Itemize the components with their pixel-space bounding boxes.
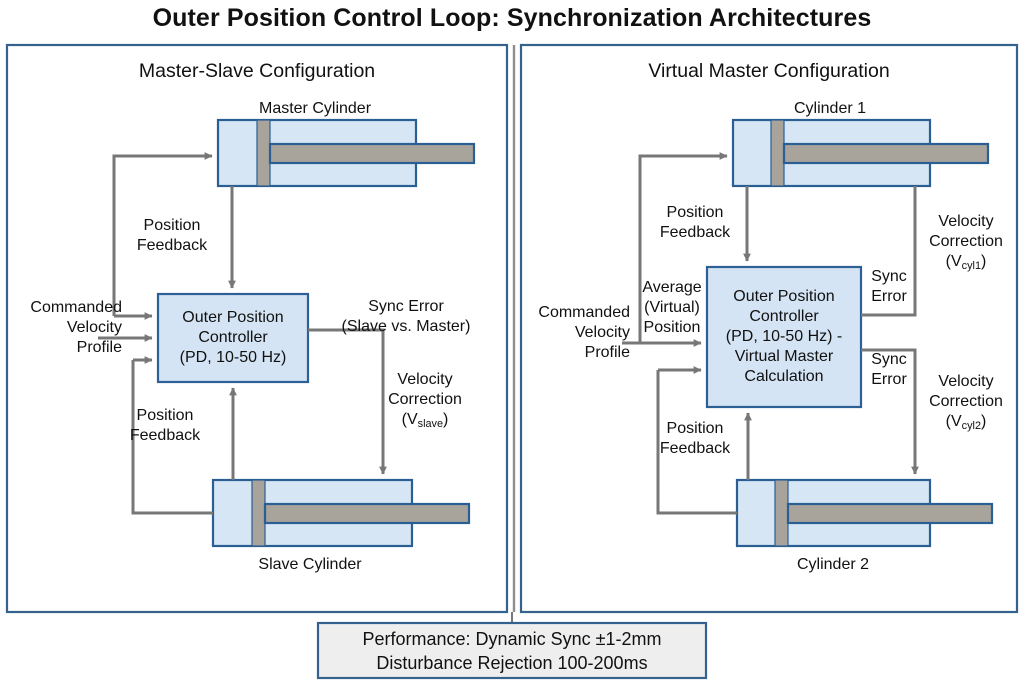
left-velocity-correction-path [308,328,387,475]
left-position-feedback-top-label: Position Feedback [122,216,222,256]
right-avp-line2: (Virtual) [644,299,700,316]
right-avp-line3: Position [643,319,701,336]
right-se-top-line2: Error [871,288,907,305]
left-vc-line1: Velocity [397,371,453,388]
right-velocity-correction-1-label: Velocity Correction (Vcyl1) [908,212,1024,273]
cylinder2-label: Cylinder 2 [796,556,870,573]
left-commanded-line2: Velocity [66,319,122,336]
right-pf-bot-line2: Feedback [659,440,731,457]
left-sync-error-line2: (Slave vs. Master) [341,318,471,335]
right-vc1-var-suffix: ) [981,253,987,270]
right-se-bot-line1: Sync [871,351,907,368]
right-vc2-var-prefix: (V [945,413,962,430]
master-cylinder-label: Master Cylinder [258,100,372,117]
right-vc1-var-prefix: (V [945,253,962,270]
left-pf-top-line1: Position [143,217,201,234]
left-vc-var-sub: slave [417,418,444,431]
left-controller-box [156,292,310,384]
right-position-feedback-bottom-label: Position Feedback [645,419,745,459]
right-vc2-var-sub: cyl2 [961,420,981,433]
left-slave-feedback-path [131,360,213,515]
right-pf-bot-line1: Position [666,420,724,437]
right-vc2-line2: Correction [929,393,1003,410]
performance-line1: Performance: Dynamic Sync ±1-2mm [362,628,662,649]
right-vc1-line2: Correction [929,233,1003,250]
cylinder1-label: Cylinder 1 [793,100,867,117]
right-vc2-line1: Velocity [938,373,994,390]
left-position-feedback-bottom-label: Position Feedback [115,406,215,446]
right-average-virtual-position-label: Average (Virtual) Position [638,278,706,338]
right-sync-error-1-path [861,186,917,317]
right-commanded-line1: Commanded [538,304,630,321]
right-velocity-correction-2-label: Velocity Correction (Vcyl2) [908,372,1024,433]
left-pf-top-line2: Feedback [136,237,208,254]
right-vc1-var: (Vcyl1) [945,253,987,273]
right-sync-error-top-label: Sync Error [863,267,915,307]
right-sync-error-2-path [861,348,919,475]
right-position-feedback-top-label: Position Feedback [645,203,745,243]
left-pf-bot-line1: Position [136,407,194,424]
master-cylinder-graphic [216,118,476,188]
page-title: Outer Position Control Loop: Synchroniza… [152,4,872,32]
right-pf-top-line2: Feedback [659,224,731,241]
right-vc2-var: (Vcyl2) [945,413,987,433]
left-velocity-correction-label: Velocity Correction (Vslave) [365,370,485,431]
right-virtual-command-path [638,152,728,343]
performance-box [316,621,708,680]
cylinder2-graphic [735,478,994,548]
left-vc-var-suffix: ) [443,411,449,428]
right-commanded-line3: Profile [584,344,630,361]
right-vc1-var-sub: cyl1 [961,260,981,273]
left-master-command-path [112,152,213,316]
right-se-bot-line2: Error [871,371,907,388]
right-pf-top-line1: Position [666,204,724,221]
performance-line2: Disturbance Rejection 100-200ms [376,652,648,673]
left-commanded-line1: Commanded [30,299,122,316]
left-sync-error-label: Sync Error (Slave vs. Master) [310,297,502,337]
right-cyl2-feedback-path [656,370,737,515]
left-commanded-line3: Profile [76,339,122,356]
right-sync-error-bottom-label: Sync Error [863,350,915,390]
left-panel-title: Master-Slave Configuration [138,60,376,82]
right-controller-box [705,265,863,409]
right-avp-line1: Average [642,279,702,296]
right-se-top-line1: Sync [871,268,907,285]
slave-cylinder-label: Slave Cylinder [258,556,362,573]
left-pf-bot-line2: Feedback [129,427,201,444]
left-vc-line2: Correction [388,391,462,408]
left-sync-error-line1: Sync Error [368,298,444,315]
right-vc1-line1: Velocity [938,213,994,230]
left-commanded-label: Commanded Velocity Profile [0,298,122,358]
right-commanded-label: Commanded Velocity Profile [518,303,630,363]
right-commanded-line2: Velocity [574,324,630,341]
slave-cylinder-graphic [211,478,471,548]
performance-callout: Performance: Dynamic Sync ±1-2mm Disturb… [318,623,706,678]
left-vc-var-prefix: (V [401,411,418,428]
right-vc2-var-suffix: ) [981,413,987,430]
left-vc-var: (Vslave) [401,411,449,431]
right-panel-title: Virtual Master Configuration [648,60,890,82]
cylinder1-graphic [731,118,990,188]
